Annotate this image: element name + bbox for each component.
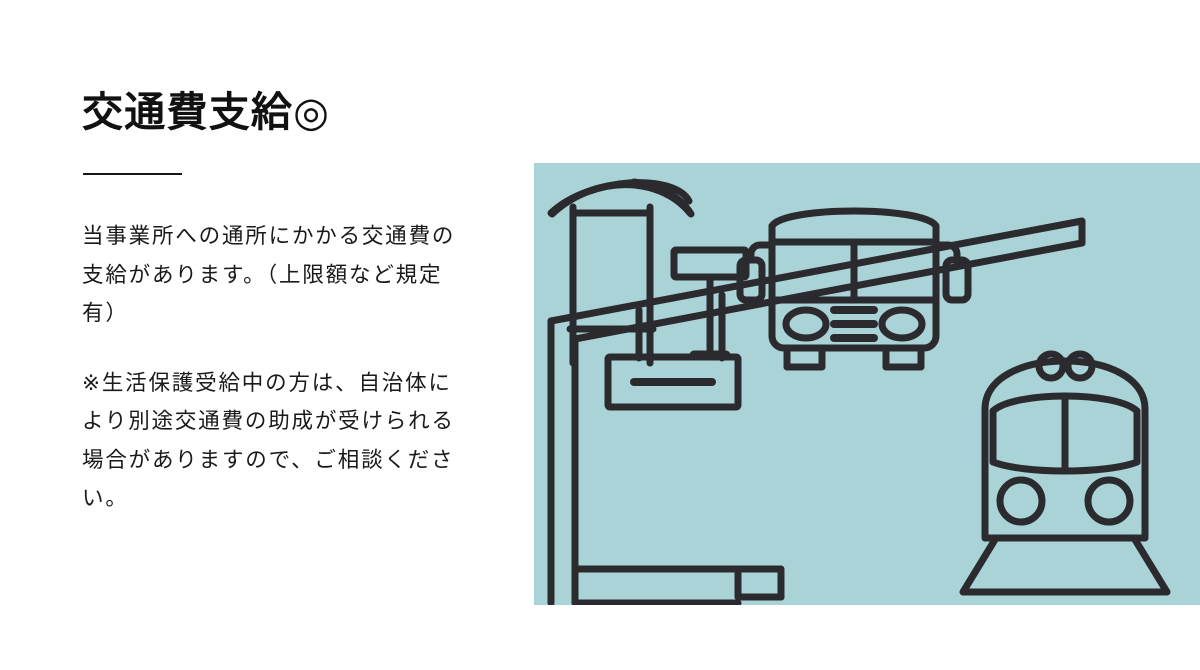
- page-title: 交通費支給◎: [82, 89, 331, 135]
- bus-shelter-icon: [547, 178, 695, 367]
- body-copy: 当事業所への通所にかかる交通費の支給があります。（上限額など規定有） ※生活保護…: [82, 217, 482, 517]
- body-paragraph-benefit: 当事業所への通所にかかる交通費の支給があります。（上限額など規定有）: [82, 224, 456, 325]
- illustration-panel: [534, 163, 1200, 605]
- text-column: 交通費支給◎ 当事業所への通所にかかる交通費の支給があります。（上限額など規定有…: [82, 88, 482, 517]
- transport-illustration: [547, 178, 1171, 605]
- title-divider-rule: [83, 173, 182, 176]
- bus-stop-sign-icon: [670, 246, 750, 360]
- body-paragraph-note: ※生活保護受給中の方は、自治体により別途交通費の助成が受けられる場合がありますの…: [82, 371, 455, 510]
- station-platform-icon: [547, 217, 1086, 605]
- train-icon: [959, 350, 1171, 596]
